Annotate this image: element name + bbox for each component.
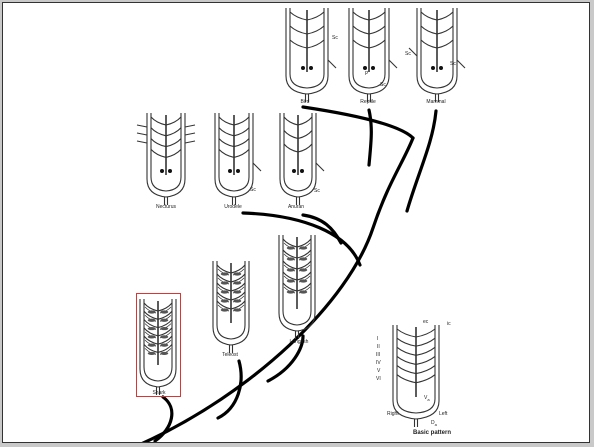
label-ic: ic [447, 321, 451, 327]
arch-urodele [214, 113, 262, 205]
label-teleost: Teleost [222, 352, 238, 358]
label-arch-3: III [376, 352, 381, 358]
label-urodele: Urodele [224, 204, 242, 210]
branch-anuran [301, 213, 343, 245]
branch-teleost [216, 359, 243, 420]
label-necturus: Necturus [155, 204, 176, 210]
branch-lungfish [266, 334, 305, 383]
label-ec: ec [423, 319, 429, 325]
label-shark: Shark [152, 390, 166, 396]
label-ventral-aorta: Va [424, 395, 430, 402]
arch-shark [139, 299, 177, 395]
arch-bird [285, 8, 337, 102]
branch-bird [301, 105, 415, 140]
label-sc-bird: Sc [332, 35, 338, 41]
branch-mammal [405, 109, 438, 213]
shark-highlight-box [136, 293, 181, 397]
arch-reptile [348, 8, 398, 102]
label-arch-4: IV [376, 360, 381, 366]
arch-anuran [279, 113, 325, 205]
label-arch-1: I [377, 336, 379, 342]
branch-reptile [367, 108, 373, 167]
arch-mammal [408, 8, 466, 102]
label-sc-reptile: Sc [380, 82, 386, 88]
arch-lungfish [278, 235, 316, 339]
label-sc-anuran: Sc [314, 188, 320, 194]
label-sc-mammal-right: Sc [450, 61, 456, 67]
main-trunk [141, 136, 415, 442]
label-lungfish: Lungfish [289, 339, 309, 345]
label-right: Right [387, 411, 399, 417]
branch-urodele [241, 211, 362, 267]
arch-teleost [212, 261, 250, 353]
arch-necturus [136, 113, 196, 205]
branch-shark [153, 395, 174, 442]
label-anuran: Anuran [287, 204, 305, 210]
arch-basic-pattern [392, 325, 440, 427]
label-dorsal-aorta: Da [431, 420, 437, 427]
label-arch-6: VI [376, 376, 381, 382]
label-basic-pattern: Basic pattern [413, 430, 452, 436]
label-p-reptile: P [365, 71, 369, 77]
label-reptile: Reptile [360, 99, 376, 105]
label-left: Left [439, 411, 448, 417]
phylogeny-diagram [136, 8, 466, 442]
label-arch-2: II [377, 344, 380, 350]
label-sc-urodele: Sc [250, 187, 256, 193]
slide-canvas: Bird Reptile Mammal Necturus Urodele Anu… [2, 2, 590, 443]
label-sc-mammal-left: Sc [405, 51, 411, 57]
label-arch-5: V [377, 368, 381, 374]
label-mammal: Mammal [426, 99, 446, 105]
label-bird: Bird [300, 99, 310, 105]
